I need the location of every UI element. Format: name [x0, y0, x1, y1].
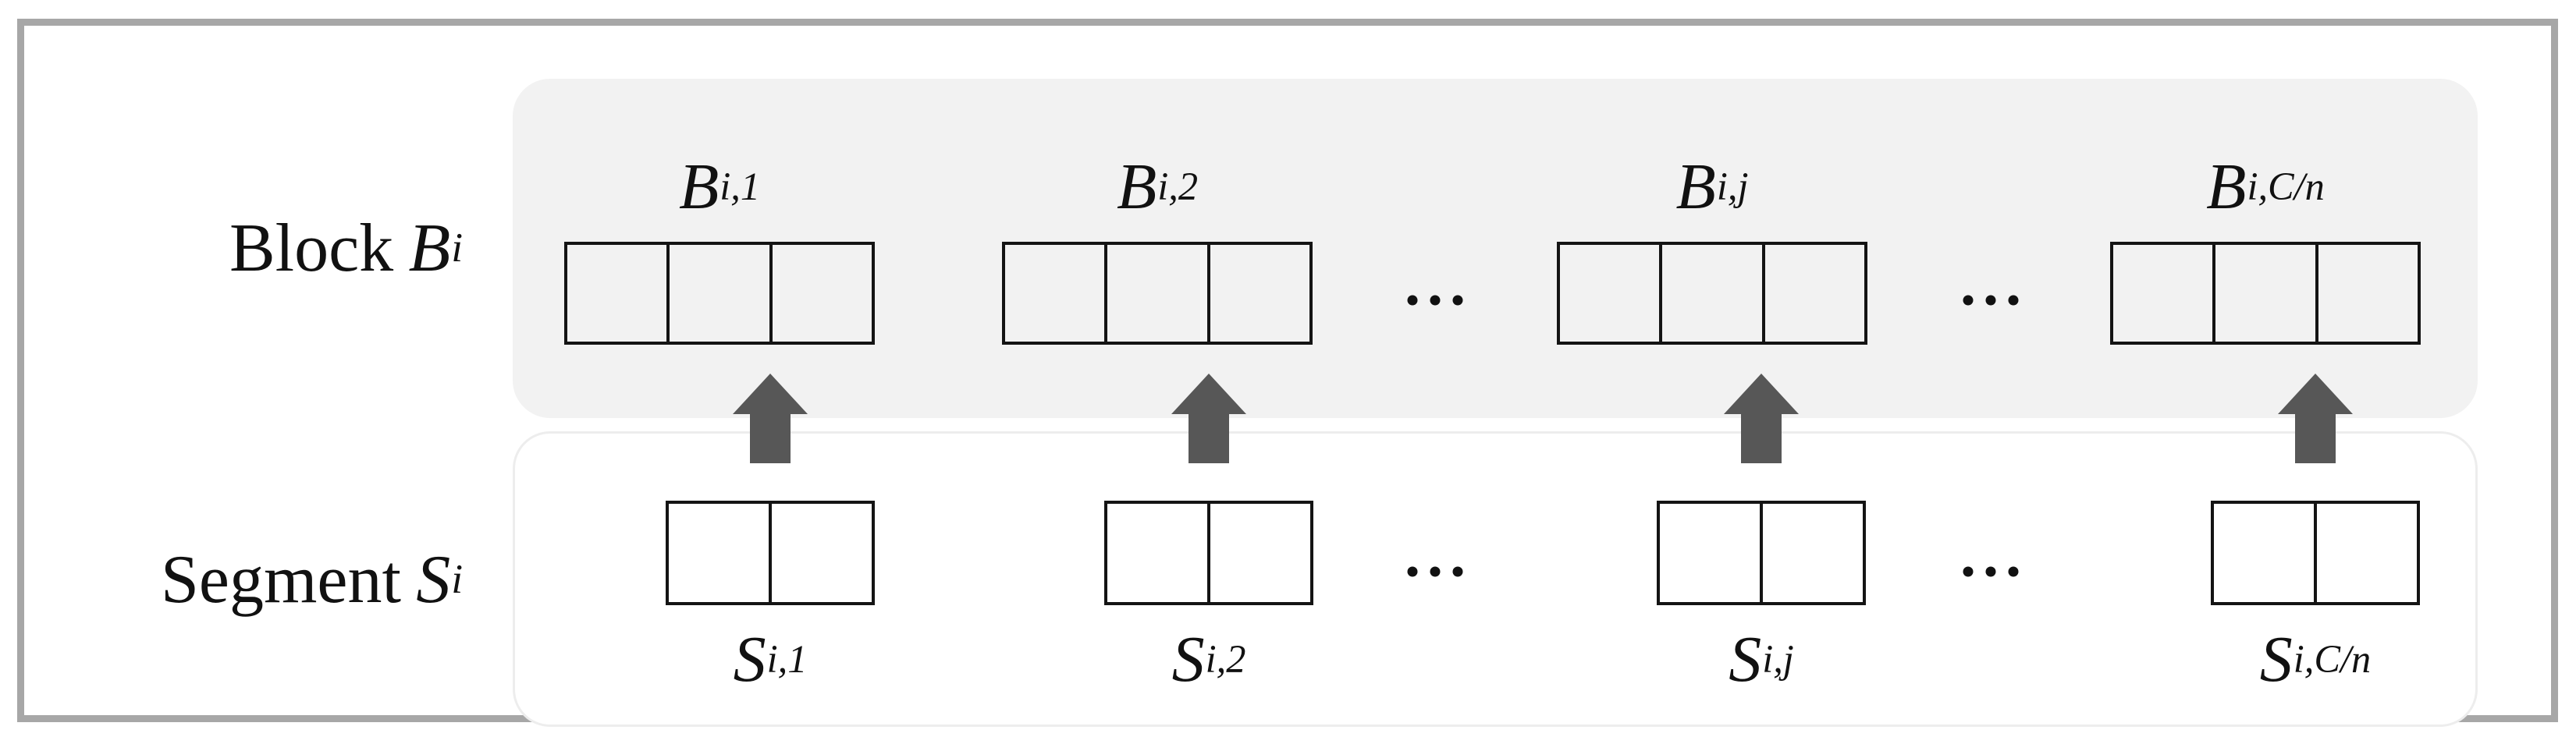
- segment-box: [1657, 501, 1866, 605]
- row-label-segment-word: Segment: [160, 541, 401, 618]
- arrow-stem: [2295, 413, 2336, 463]
- up-arrow: [2278, 374, 2353, 463]
- block-box: [2110, 242, 2421, 345]
- segment-cell: [669, 504, 769, 602]
- block-cell: [666, 245, 769, 342]
- segment-cell: [1107, 504, 1207, 602]
- block-cell: [1104, 245, 1206, 342]
- ellipsis: [1963, 566, 2019, 577]
- segment-box: [1104, 501, 1313, 605]
- arrow-stem: [750, 413, 791, 463]
- block-cell: [2113, 245, 2212, 342]
- arrow-head-icon: [733, 374, 808, 414]
- block-cell: [567, 245, 666, 342]
- segment-cell: [1207, 504, 1310, 602]
- up-arrow: [1724, 374, 1799, 463]
- arrow-stem: [1189, 413, 1229, 463]
- ellipsis: [1963, 295, 2019, 306]
- block-box: [1002, 242, 1313, 345]
- block-cell: [1005, 245, 1104, 342]
- block-cell: [1206, 245, 1309, 342]
- arrow-head-icon: [1724, 374, 1799, 414]
- arrow-head-icon: [2278, 374, 2353, 414]
- ellipsis: [1407, 295, 1463, 306]
- block-cell: [1560, 245, 1659, 342]
- block-box: [564, 242, 875, 345]
- block-cell: [2315, 245, 2418, 342]
- segment-box: [2211, 501, 2420, 605]
- block-row-panel: [513, 79, 2478, 418]
- ellipsis: [1407, 566, 1463, 577]
- segment-box: [666, 501, 875, 605]
- row-label-block-word: Block: [229, 210, 394, 286]
- up-arrow: [1171, 374, 1246, 463]
- block-cell: [1659, 245, 1761, 342]
- block-cell: [2212, 245, 2315, 342]
- block-cell: [1761, 245, 1864, 342]
- segment-cell: [1760, 504, 1863, 602]
- segment-cell: [2314, 504, 2417, 602]
- row-label-block-symbol: B: [408, 210, 451, 286]
- segment-cell: [1660, 504, 1760, 602]
- arrow-head-icon: [1171, 374, 1246, 414]
- segment-cell: [769, 504, 872, 602]
- block-cell: [769, 245, 872, 342]
- arrow-stem: [1741, 413, 1782, 463]
- segment-cell: [2214, 504, 2314, 602]
- row-label-segment-symbol: S: [416, 541, 451, 618]
- up-arrow: [733, 374, 808, 463]
- block-box: [1557, 242, 1867, 345]
